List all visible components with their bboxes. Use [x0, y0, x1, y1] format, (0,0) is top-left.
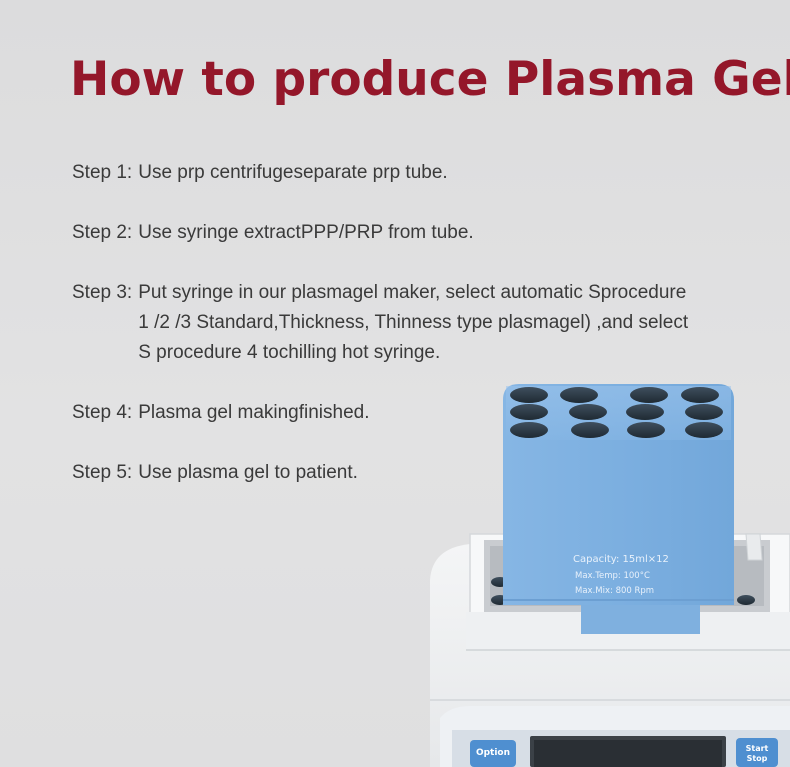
step-label: Step 4:	[72, 402, 133, 423]
step-label: Step 3:	[72, 282, 133, 303]
step-label: Step 2:	[72, 222, 133, 243]
step-text: Plasma gel makingfinished.	[138, 402, 370, 423]
step-3: Step 3: Put syringe in our plasmagel mak…	[72, 278, 688, 368]
option-button-label: Option	[475, 748, 511, 758]
step-text: S procedure 4 tochilling hot syringe.	[138, 342, 441, 363]
step-text: Use prp centrifugeseparate prp tube.	[138, 162, 448, 183]
step-2: Step 2: Use syringe extractPPP/PRP from …	[72, 218, 474, 248]
block-max-temp-label: Max.Temp: 100°C	[575, 571, 650, 581]
start-stop-button	[736, 738, 778, 767]
step-text: Use plasma gel to patient.	[138, 462, 358, 483]
block-capacity-label: Capacity: 15ml×12	[573, 554, 669, 565]
step-5: Step 5: Use plasma gel to patient.	[72, 458, 358, 488]
block-max-mix-label: Max.Mix: 800 Rpm	[575, 586, 655, 596]
step-label: Step 1:	[72, 162, 133, 183]
step-label: Step 5:	[72, 462, 133, 483]
step-4: Step 4: Plasma gel makingfinished.	[72, 398, 370, 428]
option-button	[470, 740, 516, 767]
step-1: Step 1: Use prp centrifugeseparate prp t…	[72, 158, 448, 188]
step-text: Use syringe extractPPP/PRP from tube.	[138, 222, 474, 243]
page-title: How to produce Plasma Gel	[70, 52, 790, 107]
tube-holes	[510, 387, 723, 438]
step-text: 1 /2 /3 Standard,Thickness, Thinness typ…	[138, 312, 689, 333]
stop-label: Stop	[746, 754, 768, 763]
start-label: Start	[745, 744, 769, 753]
step-text: Put syringe in our plasmagel maker, sele…	[138, 282, 687, 303]
start-stop-button-label: Start Stop	[740, 744, 774, 764]
